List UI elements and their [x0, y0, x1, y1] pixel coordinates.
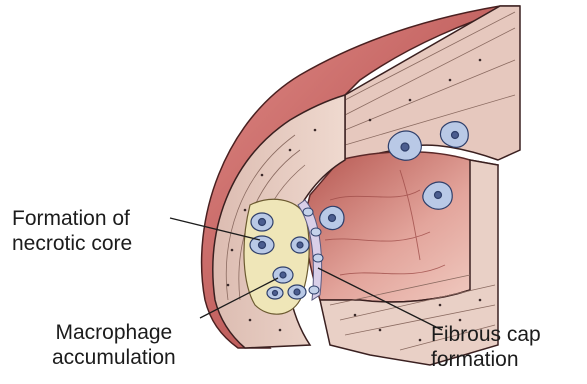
label-macrophage-line2: accumulation [52, 345, 176, 370]
label-fibrous-line2: formation [431, 347, 541, 372]
label-necrotic-core: Formation of necrotic core [12, 206, 132, 256]
label-fibrous-line1: Fibrous cap [431, 322, 541, 347]
label-necrotic-line1: Formation of [12, 206, 132, 231]
label-necrotic-line2: necrotic core [12, 231, 132, 256]
label-fibrous-cap-formation: Fibrous cap formation [431, 322, 541, 372]
label-macrophage-accumulation: Macrophage accumulation [52, 320, 176, 370]
label-macrophage-line1: Macrophage [52, 320, 176, 345]
